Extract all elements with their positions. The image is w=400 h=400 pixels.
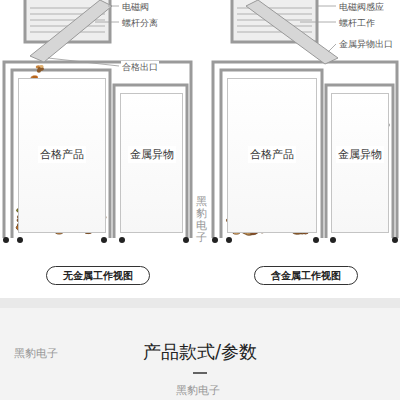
nut-piece [40, 65, 44, 68]
callout-label: 合格出口 [121, 61, 159, 74]
callout-label: 电磁阀 [121, 1, 150, 14]
watermark: 黑豹电子 [176, 383, 220, 398]
panel-band [0, 298, 400, 308]
callout-label: 螺杆工作 [338, 17, 376, 30]
right-chute [246, 0, 338, 64]
right-leaders [300, 6, 336, 52]
left-chute [30, 0, 112, 62]
bin-label: 合格产品 [38, 146, 86, 163]
bin-label: 金属异物 [128, 146, 176, 163]
section-heading: 产品款式/参数 [143, 340, 257, 364]
watermark: 黑豹电子 [14, 346, 58, 361]
collection-bin: 合格产品 [18, 78, 106, 233]
nut-piece [37, 69, 41, 73]
heading-dash [193, 372, 207, 374]
bin-label: 合格产品 [248, 146, 296, 163]
caption-text: 无金属工作视图 [63, 269, 133, 283]
collection-bin: 金属异物 [120, 93, 183, 233]
callout-label: 电磁阀感应 [338, 1, 385, 14]
collection-bin: 合格产品 [227, 78, 317, 233]
lower-panel [0, 298, 400, 400]
view-caption: 含金属工作视图 [254, 266, 358, 285]
left-leaders [48, 6, 119, 66]
callout-label: 金属异物出口 [338, 38, 394, 51]
caption-text: 含金属工作视图 [271, 269, 341, 283]
view-caption: 无金属工作视图 [46, 266, 150, 285]
watermark: 黑豹电子 [196, 196, 207, 244]
bin-label: 金属异物 [336, 146, 384, 163]
right-housing [213, 0, 397, 238]
collection-bin: 金属异物 [331, 93, 389, 233]
left-housing [4, 0, 191, 238]
callout-label: 螺杆分离 [121, 17, 159, 30]
